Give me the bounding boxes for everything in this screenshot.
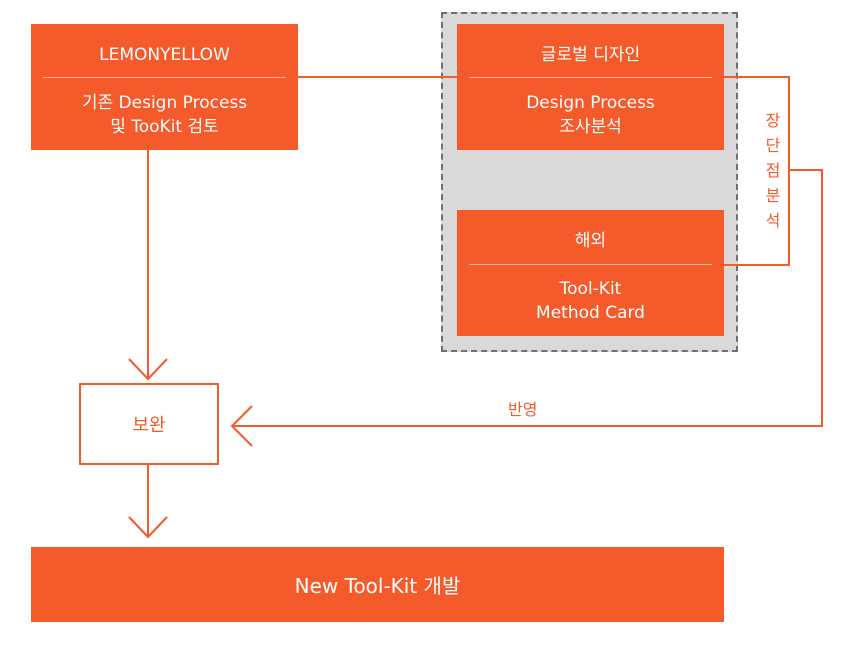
feedback-arrowhead [230,405,253,447]
overseas-line-1: Tool-Kit [559,279,622,299]
overseas-box: 해외 Tool-Kit Method Card [457,210,724,336]
global-design-divider [469,77,712,78]
lemonyellow-box: LEMONYELLOW 기존 Design Process 및 TooKit 검… [31,24,298,150]
arrowhead-down-2 [128,516,168,539]
global-design-line-1: Design Process [526,93,655,113]
lemonyellow-title: LEMONYELLOW [99,45,230,65]
arrowhead-down-1 [128,358,168,381]
global-design-line-2: 조사분석 [559,117,622,137]
supplement-label: 보완 [132,415,166,436]
feedback-line [232,169,823,427]
supplement-box: 보완 [79,383,219,465]
pros-cons-analysis-label: 장 단 점 분 석 [765,111,781,230]
lemonyellow-line-2: 및 TooKit 검토 [110,117,219,137]
lemonyellow-line-1: 기존 Design Process [81,93,248,113]
overseas-divider [469,264,712,265]
reflect-label: 반영 [508,400,538,419]
overseas-title: 해외 [574,231,607,251]
overseas-line-2: Method Card [536,303,645,323]
result-box: New Tool-Kit 개발 [31,547,724,622]
global-design-box: 글로벌 디자인 Design Process 조사분석 [457,24,724,150]
lemonyellow-divider [43,77,286,78]
result-label: New Tool-Kit 개발 [294,574,461,598]
global-design-title: 글로벌 디자인 [540,45,641,65]
